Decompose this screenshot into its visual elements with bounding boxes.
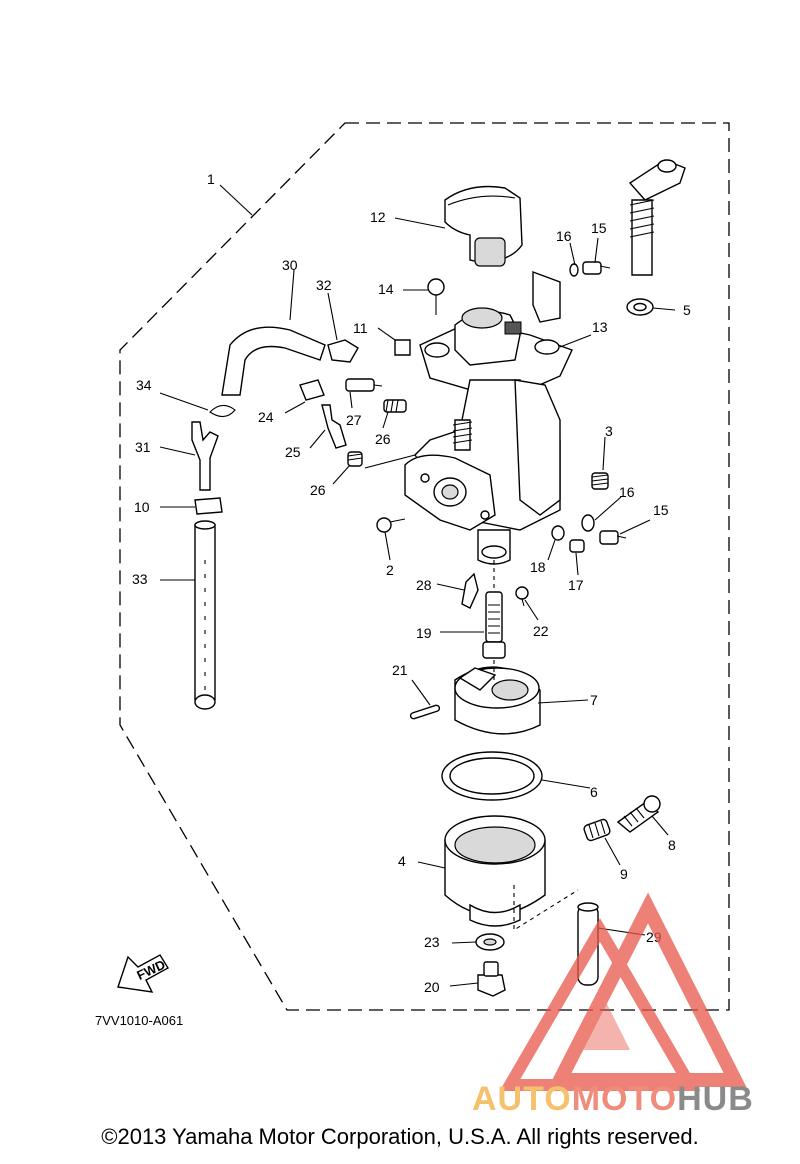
screw-22 [515, 586, 529, 607]
drain-plug-20 [477, 961, 506, 997]
svg-text:1: 1 [207, 171, 215, 187]
svg-text:21: 21 [392, 662, 408, 678]
washer-16-lower [581, 514, 595, 532]
joint-31 [191, 421, 219, 491]
svg-text:16: 16 [556, 228, 572, 244]
assembly-boundary [119, 122, 730, 1011]
jet-24 [299, 379, 325, 401]
svg-text:22: 22 [533, 623, 549, 639]
leader-lines [159, 184, 676, 987]
svg-text:18: 18 [530, 559, 546, 575]
float-bowl-4 [444, 815, 546, 927]
spring-3 [591, 472, 609, 490]
screw-2 [376, 517, 406, 533]
svg-text:5: 5 [683, 302, 691, 318]
screw-15-lower [599, 530, 627, 545]
svg-text:34: 34 [136, 377, 152, 393]
cap-12 [444, 185, 523, 267]
diagram-code: 7VV1010-A061 [95, 1013, 183, 1028]
spring-9 [583, 818, 611, 842]
pin-21 [409, 704, 441, 720]
svg-text:23: 23 [424, 934, 440, 950]
svg-text:13: 13 [592, 319, 608, 335]
clamp-10 [194, 497, 223, 515]
svg-text:15: 15 [591, 220, 607, 236]
screw-14 [427, 278, 445, 315]
needle-28 [461, 572, 479, 609]
svg-text:16: 16 [619, 484, 635, 500]
svg-text:FWD: FWD [134, 957, 167, 983]
hose-33 [194, 520, 216, 710]
svg-text:20: 20 [424, 979, 440, 995]
jet-19 [482, 591, 506, 659]
svg-text:27: 27 [346, 412, 362, 428]
svg-text:14: 14 [378, 281, 394, 297]
throttle-lever [628, 159, 686, 276]
svg-text:2: 2 [386, 562, 394, 578]
carburetor-body [404, 307, 573, 565]
svg-text:7: 7 [590, 692, 598, 708]
svg-text:33: 33 [132, 571, 148, 587]
clip-34 [209, 404, 236, 418]
copyright-notice: ©2013 Yamaha Motor Corporation, U.S.A. A… [101, 1124, 699, 1149]
svg-text:17: 17 [568, 577, 584, 593]
svg-text:6: 6 [590, 784, 598, 800]
svg-text:30: 30 [282, 257, 298, 273]
svg-text:31: 31 [135, 439, 151, 455]
svg-text:11: 11 [353, 320, 368, 336]
svg-text:28: 28 [416, 577, 432, 593]
screw-17 [569, 539, 585, 553]
needle-25 [321, 404, 347, 449]
callout-labels: 1 2 3 4 5 6 7 8 9 10 11 12 13 14 15 15 1… [132, 171, 691, 995]
svg-text:26: 26 [375, 431, 391, 447]
svg-text:9: 9 [620, 866, 628, 882]
washer-18 [551, 525, 565, 541]
screw-8 [616, 795, 661, 833]
spring-26-right [383, 399, 407, 413]
svg-text:25: 25 [285, 444, 301, 460]
svg-text:24: 24 [258, 409, 274, 425]
screw-15-top [582, 261, 611, 275]
svg-text:12: 12 [370, 209, 386, 225]
spring-26-left [347, 451, 363, 467]
screw-11 [394, 339, 411, 356]
bracket [532, 270, 561, 323]
svg-text:26: 26 [310, 482, 326, 498]
svg-text:19: 19 [416, 625, 432, 641]
fwd-arrow-icon: FWD [117, 954, 169, 993]
svg-text:8: 8 [668, 837, 676, 853]
svg-text:32: 32 [316, 277, 332, 293]
svg-text:3: 3 [605, 423, 613, 439]
svg-text:15: 15 [653, 502, 669, 518]
svg-text:10: 10 [134, 499, 150, 515]
guide-lines [493, 560, 579, 931]
float-7 [454, 666, 541, 735]
screw-27 [345, 378, 383, 392]
svg-text:4: 4 [398, 853, 406, 869]
hose-30 [221, 326, 326, 396]
clamp-32 [327, 339, 359, 363]
watermark-logo [499, 892, 747, 1091]
watermark-brand: AUTOMOTOHUB [472, 1080, 754, 1118]
